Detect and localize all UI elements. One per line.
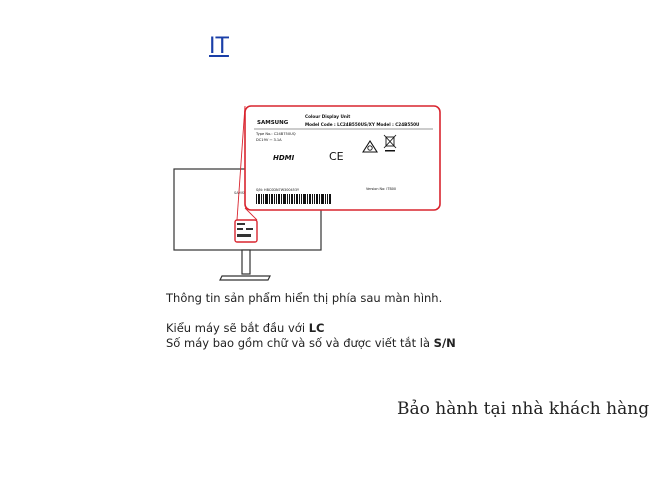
it-link[interactable]: IT: [209, 34, 229, 59]
label-product-line: Colour Display Unit: [305, 114, 350, 119]
monitor-brand: SAMSUNG: [234, 191, 252, 195]
product-label-diagram: SAMSUNG SAMSUNG Colour Display Unit Mode…: [173, 105, 441, 281]
weee-bin-icon: [383, 134, 397, 152]
hdmi-icon: HDMI: [273, 154, 295, 162]
label-sn: S/N: HBC0DN7W300453Y: [256, 188, 300, 192]
info-line-serial: Số máy bao gồm chữ và số và được viết tắ…: [166, 336, 456, 350]
label-version: Version No: ITB00: [366, 187, 396, 191]
info-line-location: Thông tin sản phẩm hiển thị phía sau màn…: [166, 291, 443, 305]
label-model-line: Model Code : LC24B550US/XY Model : C24B5…: [305, 122, 420, 127]
barcode: [256, 194, 331, 204]
model-prefix-value: LC: [308, 321, 325, 335]
ce-mark-icon: CE: [329, 150, 344, 163]
label-power: DC19V ⎓ 3.1A: [256, 138, 282, 142]
certification-icon: [361, 139, 379, 153]
label-brand: SAMSUNG: [257, 120, 289, 126]
info-line-model: Kiểu máy sẽ bắt đầu với LC: [166, 321, 325, 335]
warranty-text: Bảo hành tại nhà khách hàng: [397, 399, 650, 419]
serial-abbrev-value: S/N: [433, 336, 456, 350]
label-type-no: Type No.: C24B750UQ: [255, 132, 296, 136]
product-info-text: Thông tin sản phẩm hiển thị phía sau màn…: [166, 291, 456, 351]
label-card: SAMSUNG Colour Display Unit Model Code :…: [244, 105, 441, 211]
